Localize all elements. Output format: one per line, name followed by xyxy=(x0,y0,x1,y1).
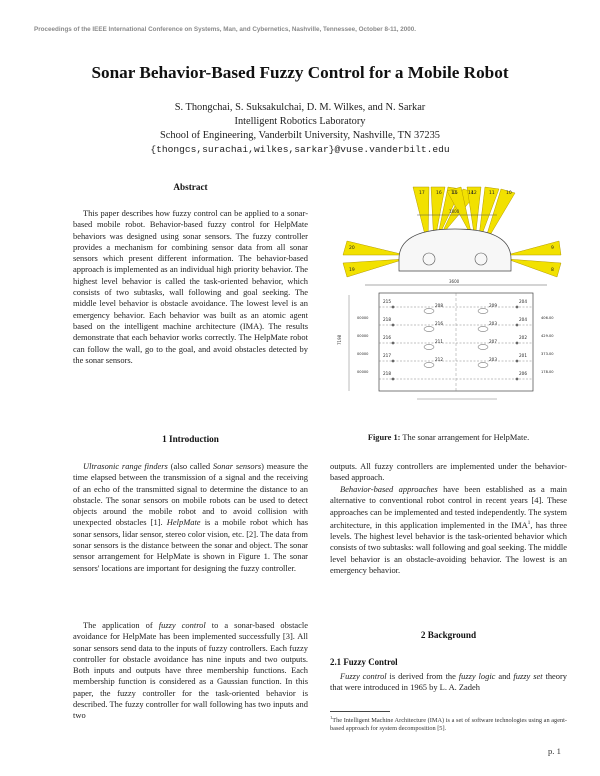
sensor-id-right: 204 xyxy=(519,317,527,322)
sonar-label: 17 xyxy=(419,190,425,196)
sensor-id-right: 206 xyxy=(519,371,527,376)
sonar-cone xyxy=(506,240,562,256)
sonar-cone xyxy=(477,186,500,246)
sensor-marker xyxy=(391,377,395,381)
page-number: p. 1 xyxy=(548,746,561,756)
sensor-id-inner: 209 xyxy=(489,303,497,308)
sensor-markers xyxy=(391,305,519,381)
sensor-marker xyxy=(423,362,435,368)
fuzzy-control-subheading: 2.1 Fuzzy Control xyxy=(330,657,398,667)
sonar-label: 10 xyxy=(506,190,512,196)
sensor-id-left: 216 xyxy=(383,335,391,340)
sensor-id-inner: 203 xyxy=(489,357,497,362)
sensor-id-inner: 212 xyxy=(435,357,443,362)
sonar-label: 15 xyxy=(452,190,458,196)
sonar-label: 12 xyxy=(471,190,477,196)
sensor-marker xyxy=(477,344,489,350)
running-head: Proceedings of the IEEE International Co… xyxy=(34,26,417,33)
sensor-id-right: 202 xyxy=(519,335,527,340)
dimension-top: 1800 xyxy=(449,209,460,214)
sensor-marker xyxy=(515,377,519,381)
background-paragraph-1: Fuzzy control is derived from the fuzzy … xyxy=(330,671,568,693)
abstract-text: This paper describes how fuzzy control c… xyxy=(73,208,308,365)
sensor-marker xyxy=(515,341,519,345)
sensor-id-left: 217 xyxy=(383,353,391,358)
sonar-label: 13 xyxy=(451,190,457,196)
dimension-side: 7198 xyxy=(337,334,342,345)
dimension-left: 00000 xyxy=(357,352,369,356)
sensor-marker xyxy=(423,308,435,314)
sensor-marker xyxy=(391,323,395,327)
wheel-left xyxy=(422,252,436,266)
sonar-cone xyxy=(466,186,482,241)
background-heading: 2 Background xyxy=(420,630,477,640)
sensor-marker xyxy=(391,305,395,309)
sonar-cone xyxy=(446,186,473,238)
sonar-top-labels: 17 16 15 14 13 12 11 10 20 19 9 8 xyxy=(349,190,554,273)
sonar-label: 8 xyxy=(551,267,554,273)
sensor-marker xyxy=(477,308,489,314)
dimension-middle: 3600 xyxy=(449,279,460,284)
abstract-heading: Abstract xyxy=(173,182,208,192)
intro-paragraph-1: Ultrasonic range finders (also called So… xyxy=(73,461,309,573)
sensor-id-right: 204 xyxy=(519,299,527,304)
sensor-marker xyxy=(515,359,519,363)
robot-front-body xyxy=(398,228,512,272)
sensor-marker xyxy=(515,305,519,309)
dimension-right: 373.00 xyxy=(541,352,554,356)
author-list: S. Thongchai, S. Suksakulchai, D. M. Wil… xyxy=(174,102,426,113)
sensor-id-inner: 211 xyxy=(435,339,443,344)
sonar-label: 11 xyxy=(489,190,495,196)
sonar-label: 20 xyxy=(349,245,355,251)
intro-paragraph-4: Behavior-based approaches have been esta… xyxy=(330,484,567,575)
sensor-marker xyxy=(391,341,395,345)
sensor-id-left: 215 xyxy=(383,299,391,304)
sonar-cone xyxy=(506,258,562,278)
paper-title: Sonar Behavior-Based Fuzzy Control for a… xyxy=(91,63,509,82)
sonar-label: 14 xyxy=(468,190,474,196)
sensor-id-inner: 207 xyxy=(489,339,497,344)
sonar-cones xyxy=(342,186,562,278)
sensor-marker xyxy=(477,326,489,332)
sonar-cone xyxy=(342,258,406,278)
footnote: 1The Intelligent Machine Architecture (I… xyxy=(330,715,567,733)
sensor-id-left: 218 xyxy=(383,317,391,322)
introduction-heading: 1 Introduction xyxy=(162,434,219,444)
dimension-left: 00000 xyxy=(357,316,369,320)
sensor-id-inner: 203 xyxy=(489,321,497,326)
school-address: School of Engineering, Vanderbilt Univer… xyxy=(159,130,441,141)
sensor-id-left: 218 xyxy=(383,371,391,376)
sonar-label: 19 xyxy=(349,267,355,273)
sensor-marker xyxy=(423,344,435,350)
sonar-label: 9 xyxy=(551,245,554,251)
author-email[interactable]: {thongcs,surachai,wilkes,sarkar}@vuse.va… xyxy=(150,144,450,155)
dimension-right: 178.00 xyxy=(541,370,554,374)
dimension-right: 429.00 xyxy=(541,334,554,338)
wheel-right xyxy=(474,252,488,266)
sonar-cone xyxy=(482,188,516,248)
sonar-cone xyxy=(342,240,406,256)
footnote-rule xyxy=(330,711,390,712)
sensor-id-right: 201 xyxy=(519,353,527,358)
sensor-id-inner: 208 xyxy=(435,303,443,308)
sensor-marker xyxy=(515,323,519,327)
robot-body-outline xyxy=(378,292,534,392)
intro-paragraph-2: The application of fuzzy control to a so… xyxy=(73,620,308,721)
sensor-id-inner: 216 xyxy=(435,321,443,326)
lab-name: Intelligent Robotics Laboratory xyxy=(234,116,366,127)
figure-caption: Figure 1: The sonar arrangement for Help… xyxy=(367,433,530,442)
sensor-labels: 215 218 216 217 218 204 204 202 201 206 208 216 211 2… xyxy=(357,299,554,376)
sensor-marker xyxy=(391,359,395,363)
intro-paragraph-3: outputs. All fuzzy controllers are imple… xyxy=(330,461,567,483)
sonar-label: 16 xyxy=(436,190,442,196)
dimension-left: 00000 xyxy=(357,334,369,338)
dimension-left: 00000 xyxy=(357,370,369,374)
sensor-marker xyxy=(423,326,435,332)
dimension-right: 406.00 xyxy=(541,316,554,320)
sensor-marker xyxy=(477,362,489,368)
